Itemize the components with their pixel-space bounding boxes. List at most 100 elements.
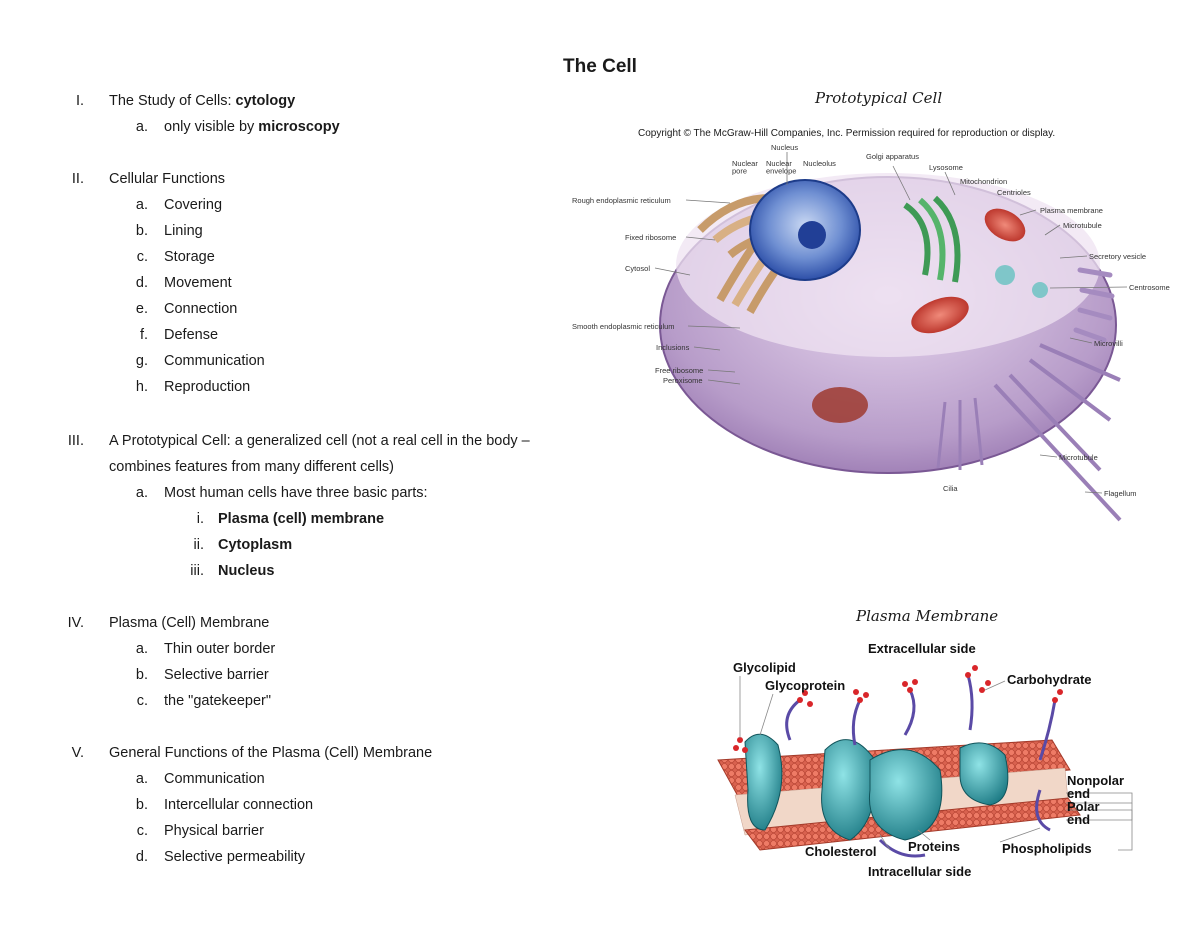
cell-body — [659, 173, 1122, 522]
list-item: Communication — [164, 353, 265, 369]
label-microtubule-bottom: Microtubule — [1059, 453, 1098, 462]
section-number: I. — [75, 93, 84, 109]
section-number: II. — [71, 171, 84, 187]
label-nucleolus: Nucleolus — [803, 159, 836, 168]
label-extracellular: Extracellular side — [868, 641, 976, 656]
section-number: III. — [67, 433, 84, 449]
lipid-bilayer — [717, 739, 1081, 851]
item-number: a. — [135, 119, 148, 135]
section-number: IV. — [67, 615, 84, 631]
list-item: Intercellular connection — [164, 797, 314, 813]
copyright-notice: Copyright © The McGraw-Hill Companies, I… — [638, 128, 1056, 139]
section-heading: A Prototypical Cell: a generalized cell … — [109, 433, 530, 449]
subitem-number: i. — [196, 511, 204, 527]
subitem-number: ii. — [193, 537, 204, 553]
section-heading: Plasma (Cell) Membrane — [109, 615, 270, 631]
label-free-ribosome: Free ribosome — [655, 366, 703, 375]
sub-list-item: Plasma (cell) membrane — [218, 511, 385, 527]
label-mitochondrion: Mitochondrion — [960, 177, 1007, 186]
label-cholesterol: Cholesterol — [805, 844, 877, 859]
label-nucleus: Nucleus — [771, 143, 798, 152]
item-number: a. — [135, 771, 148, 787]
label-glycolipid: Glycolipid — [733, 660, 796, 675]
list-item: Lining — [164, 223, 203, 239]
list-item: Defense — [164, 327, 219, 343]
list-item: Thin outer border — [164, 641, 276, 657]
item-number: a. — [135, 485, 148, 501]
list-item: Covering — [164, 197, 223, 213]
section-number: V. — [71, 745, 84, 761]
membrane-labels: Extracellular side Glycolipid Glycoprote… — [733, 641, 1124, 879]
label-glycoprotein: Glycoprotein — [765, 678, 845, 693]
section-heading: Cellular Functions — [109, 171, 226, 187]
label-rough-er: Rough endoplasmic reticulum — [572, 196, 671, 205]
page-title: The Cell — [563, 56, 637, 77]
section-heading: The Study of Cells: cytology — [109, 93, 296, 109]
label-intracellular: Intracellular side — [868, 864, 971, 879]
item-number: h. — [135, 379, 148, 395]
item-number: b. — [135, 223, 148, 239]
item-number: f. — [139, 327, 148, 343]
item-number: a. — [135, 641, 148, 657]
label-plasma-membrane: Plasma membrane — [1040, 206, 1103, 215]
subitem-number: iii. — [190, 563, 204, 579]
list-item: Connection — [164, 301, 238, 317]
membrane-diagram — [717, 665, 1133, 858]
label-microtubule-top: Microtubule — [1063, 221, 1102, 230]
membrane-leader-lines — [739, 676, 1133, 851]
sub-list-item: Cytoplasm — [218, 537, 293, 553]
label-flagellum: Flagellum — [1104, 489, 1137, 498]
list-item: Communication — [164, 771, 265, 787]
label-cilia: Cilia — [943, 484, 958, 493]
item-number: d. — [135, 275, 148, 291]
list-item: Reproduction — [164, 379, 251, 395]
label-carbohydrate: Carbohydrate — [1007, 672, 1092, 687]
label-cytosol: Cytosol — [625, 264, 650, 273]
nucleus-organelle — [749, 179, 861, 281]
label-centrioles: Centrioles — [997, 188, 1031, 197]
label-centrosome: Centrosome — [1129, 283, 1170, 292]
label-smooth-er: Smooth endoplasmic reticulum — [572, 322, 675, 331]
item-number: g. — [135, 353, 148, 369]
item-number: c. — [136, 693, 148, 709]
label-secretory-vesicle: Secretory vesicle — [1089, 252, 1146, 261]
list-item: Storage — [164, 249, 215, 265]
label-inclusions: Inclusions — [656, 343, 690, 352]
list-item: the "gatekeeper" — [164, 693, 272, 709]
label-fixed-ribosome: Fixed ribosome — [625, 233, 676, 242]
carbohydrate-chains — [785, 674, 1057, 858]
list-item: only visible by microscopy — [164, 119, 340, 135]
rough-er-organelle — [697, 194, 818, 314]
list-item: Selective barrier — [164, 667, 269, 683]
list-item: Physical barrier — [164, 823, 264, 839]
outline: I. The Study of Cells: cytology a. only … — [0, 0, 560, 927]
sub-list-item: Nucleus — [218, 563, 275, 579]
item-number: e. — [135, 301, 148, 317]
mitochondrion-organelle — [812, 208, 1026, 423]
list-item: Selective permeability — [164, 849, 306, 865]
golgi-organelle — [903, 195, 961, 283]
label-peroxisome: Peroxisome — [663, 376, 703, 385]
section-heading-continued: combines features from many different ce… — [109, 459, 395, 475]
list-item: Most human cells have three basic parts: — [164, 485, 428, 501]
item-number: c. — [136, 823, 148, 839]
membrane-figure-title: Plasma Membrane — [856, 607, 999, 625]
cell-figure-title: Prototypical Cell — [815, 89, 943, 107]
integral-proteins — [744, 733, 1009, 841]
item-number: d. — [135, 849, 148, 865]
label-lysosome: Lysosome — [929, 163, 963, 172]
label-proteins: Proteins — [908, 839, 960, 854]
label-golgi: Golgi apparatus — [866, 152, 919, 161]
leader-lines — [654, 152, 1128, 494]
item-number: b. — [135, 797, 148, 813]
centrosome-organelle — [995, 265, 1048, 298]
section-heading: General Functions of the Plasma (Cell) M… — [109, 745, 433, 761]
label-microvilli: Microvilli — [1094, 339, 1123, 348]
list-item: Movement — [164, 275, 232, 291]
item-number: c. — [136, 249, 148, 265]
